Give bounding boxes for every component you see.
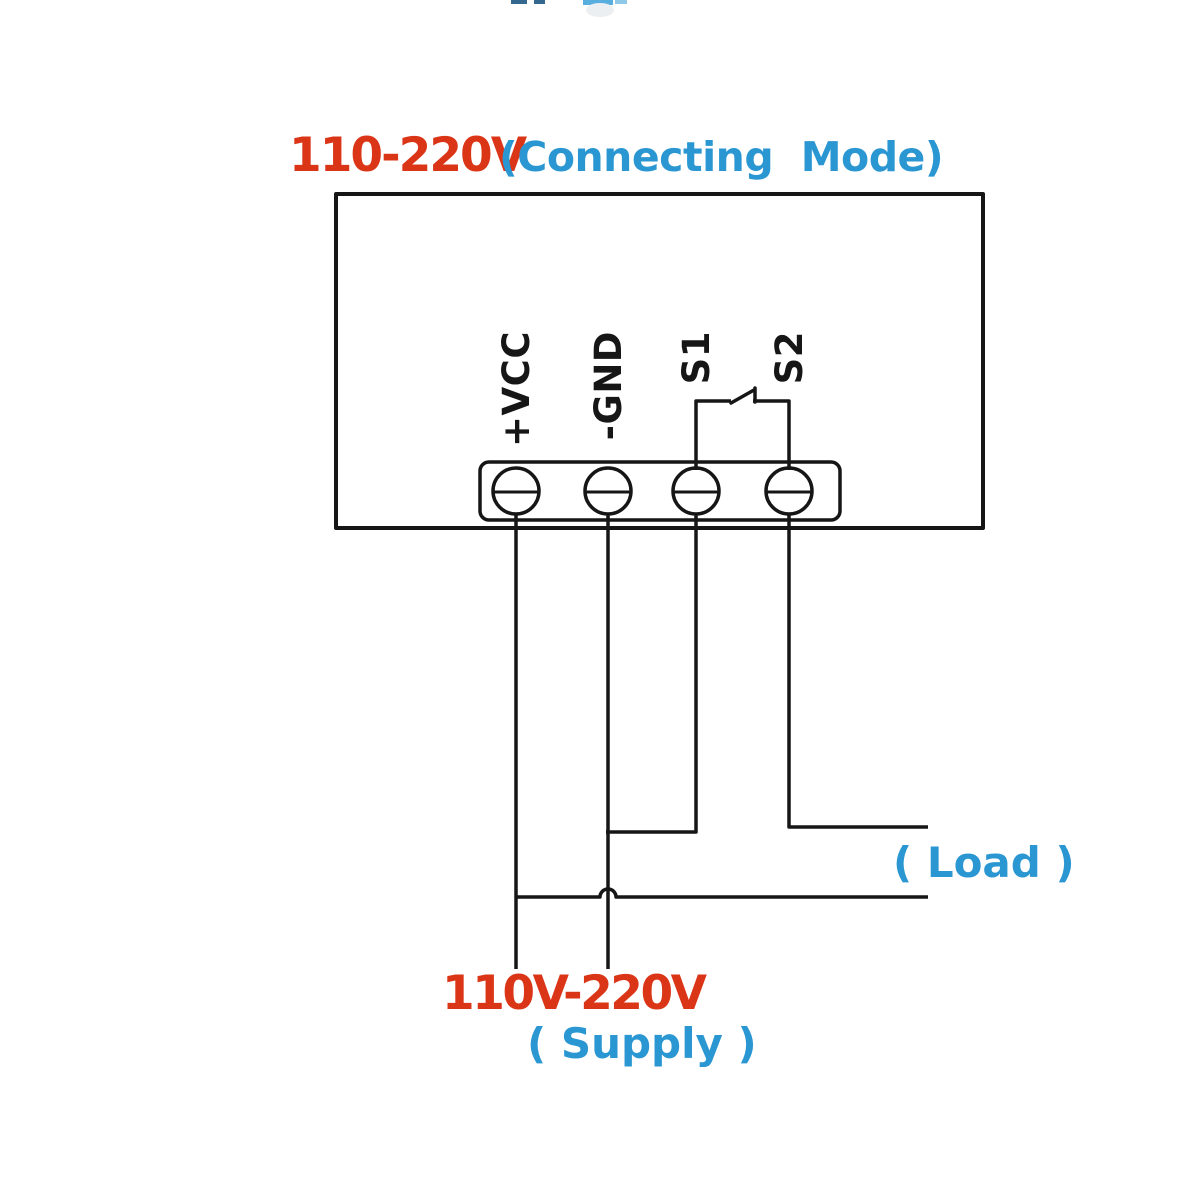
remnant-dash-4: [615, 0, 627, 4]
remnant-dash-1: [511, 0, 527, 4]
remnant-dash-3: [583, 0, 613, 5]
terminal-label-s2: S2: [768, 331, 811, 384]
terminal-block: [478, 460, 842, 522]
diagram-linework: [334, 192, 985, 969]
title-connecting-mode: (Connecting Mode): [499, 133, 943, 181]
terminal-label-vcc: +VCC: [495, 331, 538, 447]
supply-label: ( Supply ): [527, 1019, 757, 1068]
wire-load-return-with-hop: [516, 887, 928, 899]
switch-blade: [729, 388, 756, 405]
wires: [514, 513, 928, 969]
relay-contact-symbol: [694, 386, 791, 470]
terminal-label-s1: S1: [675, 331, 718, 384]
title-voltage-range: 110-220V: [289, 128, 528, 183]
device-outline: [334, 192, 985, 530]
remnant-smudge: [586, 3, 614, 17]
terminal-labels: +VCC -GND S1 S2: [495, 331, 811, 447]
wire-s2-to-load: [787, 513, 928, 829]
switch-left-lead: [694, 399, 731, 470]
load-label: ( Load ): [893, 838, 1075, 887]
terminal-screws: [491, 466, 814, 516]
cropped-top-text-remnant: [511, 0, 627, 17]
terminal-label-gnd: -GND: [587, 331, 630, 440]
switch-right-lead: [753, 399, 791, 470]
supply-voltage-label: 110V-220V: [442, 966, 708, 1021]
remnant-dash-2: [534, 0, 545, 4]
wire-s1-to-gnd-junction: [606, 513, 698, 834]
